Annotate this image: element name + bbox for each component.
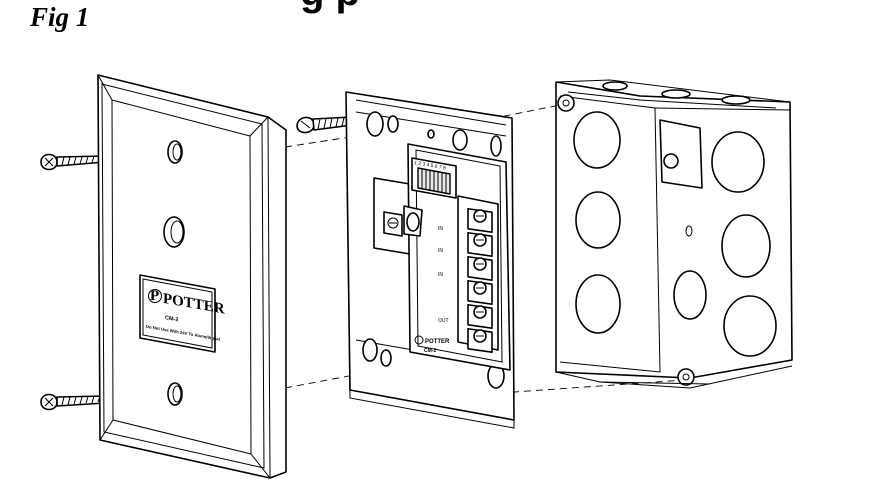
figure-label: Fig 1 xyxy=(30,2,90,32)
dip-switch: 1 2 3 4 5 6 7 8 xyxy=(411,157,457,199)
terminal-label-4: OUT xyxy=(438,318,449,324)
terminal-label-2: IN xyxy=(438,248,443,254)
electrical-box xyxy=(555,79,793,389)
terminal-block: IN IN IN OUT xyxy=(438,195,499,353)
screw-bottom-left xyxy=(40,393,111,411)
module-model-label: CM-2 xyxy=(424,348,436,354)
screw-module-top xyxy=(296,116,357,134)
module-brand: POTTER CM-2 xyxy=(414,335,450,354)
control-module: 1 2 3 4 5 6 7 8 xyxy=(345,91,515,429)
module-side-connector xyxy=(383,205,423,237)
terminal-label-3: IN xyxy=(438,272,443,278)
terminal-label-1: IN xyxy=(438,226,443,232)
cover-label: P POTTER CM-2 Do Not Use With 24V To Ala… xyxy=(139,274,226,353)
cover-brand-text: P xyxy=(150,288,159,304)
heading-fragment: g p xyxy=(300,0,360,15)
dip-switch-numbers: 1 2 3 4 5 6 7 8 xyxy=(414,160,447,171)
cover-model-label: CM-2 xyxy=(165,315,178,323)
cover-plate: P POTTER CM-2 Do Not Use With 24V To Ala… xyxy=(97,74,287,479)
module-brand-label: POTTER xyxy=(425,339,450,345)
